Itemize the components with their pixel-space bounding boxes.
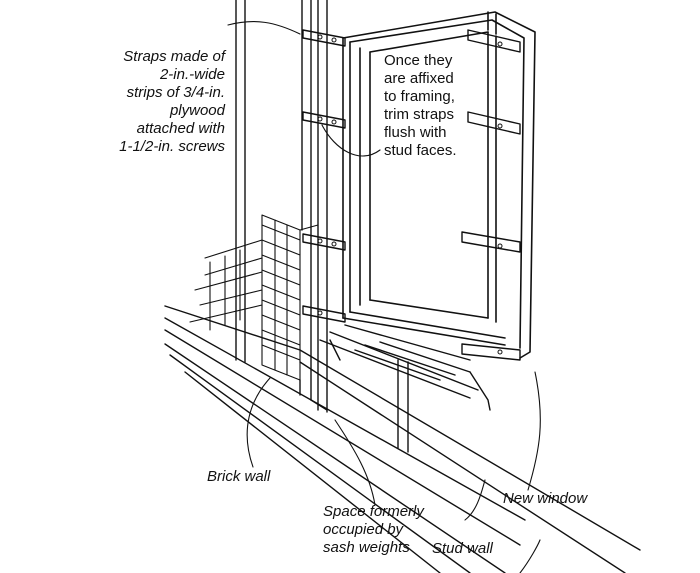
new-window-label: New window (503, 490, 588, 507)
stud-wall-label: Stud wall (432, 540, 493, 557)
new-window-frame (342, 11, 536, 359)
straps-note: Straps made of 2-in.-wide strips of 3/4-… (119, 48, 225, 155)
floor-lines (164, 305, 641, 573)
stud-wall (235, 0, 328, 413)
trim-note: Once they are affixed to framing, trim s… (384, 52, 457, 159)
plywood-straps (302, 29, 521, 361)
screw-marks (317, 34, 503, 355)
leader-lines (227, 21, 541, 573)
brick-wall-label: Brick wall (207, 468, 271, 485)
sill-framing (319, 324, 491, 453)
space-note: Space formerly occupied by sash weights (323, 503, 424, 556)
brick-wall (189, 214, 319, 381)
